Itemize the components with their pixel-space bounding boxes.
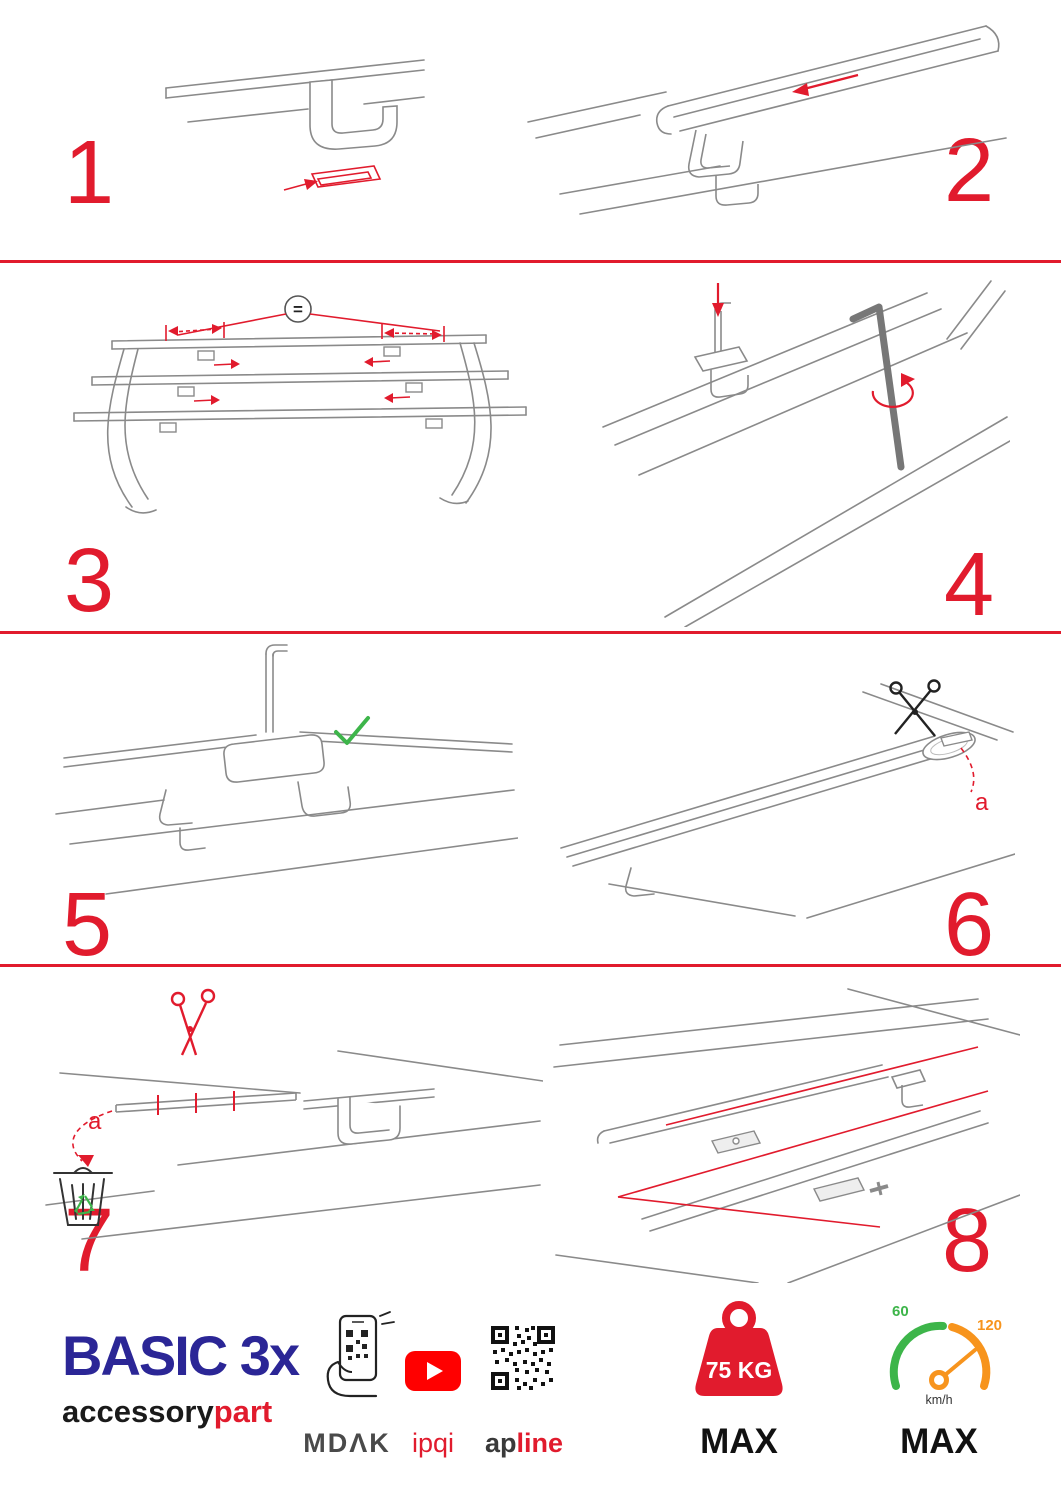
cut-leader-line bbox=[960, 747, 975, 793]
weight-icon: 75 KG bbox=[695, 1301, 783, 1396]
cut-label-a: a bbox=[88, 1108, 102, 1135]
cut-marks bbox=[157, 1091, 235, 1115]
step2-illustration bbox=[527, 25, 1007, 215]
clamp-with-rod bbox=[693, 302, 749, 398]
door-frame-lines bbox=[165, 59, 425, 123]
recycle-icon bbox=[74, 1194, 95, 1216]
clamp-marks bbox=[159, 346, 443, 433]
step4-illustration bbox=[602, 280, 1010, 627]
alignment-guides bbox=[617, 1046, 989, 1228]
hand-outline bbox=[326, 1360, 378, 1398]
weight-value: 75 KG bbox=[706, 1357, 772, 1383]
app-label: MDΛK bbox=[303, 1428, 391, 1458]
weight-max-label: MAX bbox=[700, 1422, 778, 1461]
discard-leader-line bbox=[72, 1110, 113, 1162]
roof-overview bbox=[553, 988, 1020, 1283]
step6-illustration: a bbox=[560, 679, 1015, 919]
roof-bar bbox=[527, 25, 1007, 215]
phone-qr-icon bbox=[326, 1311, 395, 1398]
slide-arrow bbox=[792, 73, 859, 96]
gauge-low-label: 60 bbox=[892, 1303, 909, 1320]
cut-label-a: a bbox=[975, 789, 989, 816]
roof-rails bbox=[602, 280, 1010, 627]
equal-spacing-guides bbox=[165, 313, 445, 402]
video-label: ipqi bbox=[411, 1428, 455, 1458]
product-block: BASIC 3x accessorypart bbox=[62, 1324, 300, 1430]
qr-label-black: ap bbox=[484, 1428, 517, 1458]
rubber-pad-highlight bbox=[283, 165, 382, 191]
clamp-hook bbox=[303, 1088, 435, 1145]
step3-illustration: = bbox=[73, 295, 527, 514]
step8-illustration bbox=[553, 988, 1020, 1283]
allen-key-icon bbox=[849, 303, 905, 471]
product-name: BASIC 3x bbox=[62, 1324, 300, 1387]
t-slot-adapters bbox=[710, 1130, 889, 1202]
gauge-high-label: 120 bbox=[977, 1317, 1002, 1334]
scan-motion-lines bbox=[379, 1311, 395, 1325]
gauge-hub bbox=[929, 1370, 949, 1390]
phone-screen-qr bbox=[346, 1330, 368, 1360]
speed-max-label: MAX bbox=[900, 1422, 978, 1461]
excess-strip bbox=[940, 731, 973, 747]
clamp-hook bbox=[890, 1069, 927, 1108]
qr-code bbox=[489, 1324, 557, 1392]
step-3-number: 3 bbox=[64, 531, 115, 631]
checkmark-icon bbox=[334, 716, 370, 745]
section-divider bbox=[0, 260, 1061, 263]
clamp-assembly bbox=[55, 644, 518, 895]
step7-illustration: a bbox=[45, 988, 543, 1240]
section-divider bbox=[0, 964, 1061, 967]
step-1-number: 1 bbox=[64, 123, 115, 223]
youtube-icon bbox=[405, 1351, 461, 1391]
thumb-outline bbox=[337, 1361, 353, 1373]
excess-strip bbox=[115, 1092, 297, 1113]
clamp-hook bbox=[309, 79, 398, 150]
discard-arrowhead bbox=[78, 1155, 94, 1167]
brand-red: part bbox=[213, 1394, 273, 1429]
step5-illustration bbox=[55, 644, 518, 895]
gauge-orange-arc bbox=[948, 1323, 991, 1390]
spacing-arrowheads bbox=[168, 324, 442, 405]
step-5-number: 5 bbox=[62, 875, 113, 975]
scissors-icon bbox=[889, 679, 941, 737]
qr-modules bbox=[493, 1326, 553, 1390]
step-8-number: 8 bbox=[942, 1191, 993, 1291]
step1-illustration bbox=[165, 59, 425, 191]
step-4-number: 4 bbox=[944, 535, 995, 635]
qr-finder-patterns bbox=[491, 1326, 555, 1390]
scissors-icon bbox=[170, 988, 216, 1056]
trash-icon bbox=[53, 1167, 113, 1226]
headliner-lines bbox=[45, 1050, 543, 1240]
brand-logo: accessorypart bbox=[62, 1394, 298, 1430]
qr-label-red: line bbox=[516, 1428, 564, 1458]
gauge-green-arc bbox=[889, 1321, 947, 1390]
bar-end-section bbox=[560, 683, 1015, 919]
tighten-arrows bbox=[712, 283, 915, 408]
step-6-number: 6 bbox=[944, 875, 995, 975]
equals-badge: = bbox=[284, 295, 312, 323]
brand-black: accessory bbox=[62, 1394, 214, 1429]
qr-label: apline bbox=[478, 1428, 570, 1459]
section-divider bbox=[0, 631, 1061, 634]
equals-symbol: = bbox=[293, 300, 303, 319]
insert-arrow bbox=[304, 179, 318, 190]
gauge-unit-label: km/h bbox=[925, 1393, 952, 1407]
crossbars bbox=[73, 334, 527, 514]
foot-clamp bbox=[687, 129, 759, 206]
speedometer-icon: 60 120 km/h bbox=[889, 1303, 1002, 1407]
